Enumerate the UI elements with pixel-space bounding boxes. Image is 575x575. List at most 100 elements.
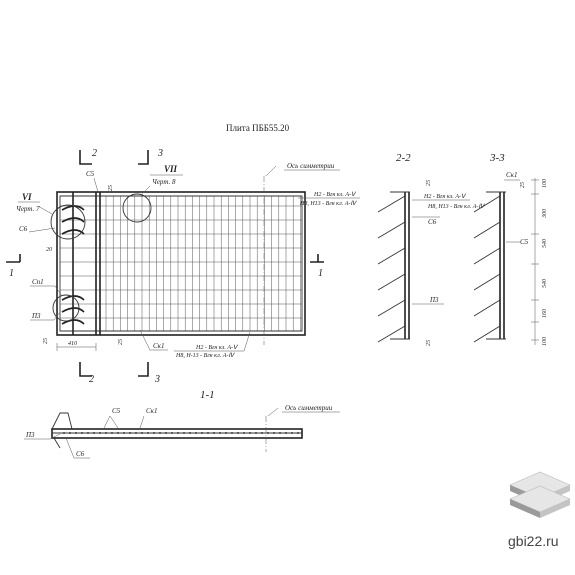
part-c5-33: С5	[520, 238, 529, 246]
section-3-3-title: 3-3	[489, 152, 505, 164]
cut-1-left: 1	[9, 268, 14, 279]
section-11-rebar-dot	[165, 432, 167, 434]
section-11-rebar-dot	[267, 432, 269, 434]
part-c5-top: С5	[86, 170, 95, 178]
drawing-title: Плита ПББ55.20	[226, 123, 290, 133]
dim-25-bottom: 25	[118, 339, 124, 345]
section-11-rebar-dot	[189, 432, 191, 434]
dim-300: 300	[542, 209, 548, 219]
note-plan-top-2: Н8, Н13 - Вгн кл. А-Ⅳ	[299, 200, 357, 207]
section-22-rib	[377, 299, 406, 317]
part-ck1-11: Ск1	[146, 407, 157, 415]
section-11-rebar-dot	[273, 432, 275, 434]
node-vii-circle	[122, 193, 152, 223]
section-11-rebar-dot	[255, 432, 257, 434]
section-11-rebar-dot	[237, 432, 239, 434]
section-2-2: 2-2 Н2 - Вгн кл. А-Ⅴ Н8, Н13 - Вгн кл. А…	[377, 152, 485, 346]
section-2-2-title: 2-2	[396, 152, 411, 164]
part-c5-11: С5	[112, 407, 121, 415]
part-p3-11: П3	[25, 431, 35, 439]
section-11-rebar-dot	[279, 432, 281, 434]
section-11-rebar-dot	[147, 432, 149, 434]
note-plan-top-1: Н2 - Вгн кл. А-Ⅴ	[313, 191, 357, 198]
node-vii-sheet: Черт. 8	[152, 178, 176, 186]
section-22-rib	[377, 273, 406, 291]
dim-25-left: 25	[43, 338, 49, 344]
section-11-rebar-dot	[117, 432, 119, 434]
section-22-rib	[377, 247, 406, 265]
site-name: gbi22.ru	[508, 533, 559, 549]
section-1-1-title: 1-1	[200, 389, 215, 401]
plan-vertical-rods	[105, 196, 301, 331]
note-plan-bottom-1: Н2 - Вгн кл. А-Ⅴ	[195, 344, 239, 351]
section-11-rebar-dot	[129, 432, 131, 434]
symmetry-axis-label: Ось симметрии	[287, 162, 335, 170]
node-vi-sheet: Черт. 7	[16, 205, 40, 213]
section-22-rib	[377, 195, 406, 213]
section-11-rebar-dot	[171, 432, 173, 434]
section-11-rebar-dot	[111, 432, 113, 434]
dim-410: 410	[68, 340, 77, 347]
dim-540b: 540	[541, 279, 548, 288]
part-c6-left: С6	[19, 225, 28, 233]
section-11-rebar-dot	[135, 432, 137, 434]
section-11-rebar-dot	[81, 432, 83, 434]
note-22-2: Н8, Н13 - Вгн кл. А-Ⅳ	[427, 203, 485, 210]
part-ck1-33: Ск1	[506, 171, 517, 179]
cut-3-top: 3	[157, 148, 163, 159]
cut-2-bottom: 2	[89, 374, 94, 385]
section-22-rib	[377, 221, 406, 239]
dim-25-top: 25	[108, 185, 114, 191]
dim-25-22-bottom: 25	[426, 340, 432, 346]
section-11-rebar-dot	[297, 432, 299, 434]
section-11-rebar-dot	[183, 432, 185, 434]
dim-160: 160	[542, 309, 548, 318]
plan-view: Ось симметрии VI Черт. 7 VII Черт. 8 С6 …	[6, 148, 360, 385]
section-11-rebar-dot	[261, 432, 263, 434]
dim-25-22-top: 25	[426, 180, 432, 186]
part-c6-11: С6	[76, 450, 85, 458]
part-c6-22: С6	[428, 218, 437, 226]
logo-stacked-slabs-icon	[509, 471, 571, 518]
section-33-rib	[473, 273, 501, 291]
node-vi-circle	[50, 204, 86, 240]
dim-540a: 540	[541, 239, 548, 248]
section-11-rebar-dot	[87, 432, 89, 434]
cut-3-bottom: 3	[154, 374, 160, 385]
section-11-rebar-dot	[201, 432, 203, 434]
symmetry-axis-label-11: Ось симметрии	[285, 404, 333, 412]
dim-100-bottom: 100	[542, 337, 548, 346]
node-vi-label: VI	[22, 192, 32, 202]
section-11-rebar-dot	[177, 432, 179, 434]
section-11-rebar-dot	[105, 432, 107, 434]
part-ck1-plan: Ск1	[153, 342, 164, 350]
section-11-rebar-dot	[249, 432, 251, 434]
section-11-rebar-dot	[213, 432, 215, 434]
section-11-rebar-dot	[195, 432, 197, 434]
cut-1-right: 1	[318, 268, 323, 279]
section-1-1: 1-1 Ось симметрии С5 Ск1 П3 С6	[24, 389, 340, 459]
cut-2-top: 2	[92, 148, 97, 159]
note-plan-bottom-2: Н8, Н-13 - Вгн кл. А-Ⅳ	[175, 352, 235, 359]
section-22-rib	[377, 325, 406, 343]
section-33-rib	[473, 325, 501, 343]
section-11-rebar-dot	[219, 432, 221, 434]
node-vii-label: VII	[164, 164, 178, 174]
section-11-rebar-dot	[153, 432, 155, 434]
section-33-rib	[473, 299, 501, 317]
section-11-rebar-dot	[159, 432, 161, 434]
section-11-rebar-dot	[99, 432, 101, 434]
section-11-rebar-dot	[207, 432, 209, 434]
section-11-rebar-dot	[123, 432, 125, 434]
note-22-1: Н2 - Вгн кл. А-Ⅴ	[423, 193, 467, 200]
part-p3-22: П3	[429, 296, 439, 304]
section-11-rebar-dot	[225, 432, 227, 434]
part-cp1: Сп1	[32, 278, 44, 286]
dim-25-33: 25	[520, 182, 526, 188]
section-11-rebar-dot	[243, 432, 245, 434]
section-11-rebar-dot	[141, 432, 143, 434]
section-11-rebar-dot	[63, 432, 65, 434]
section-11-rebar-dot	[291, 432, 293, 434]
section-11-rebar-dot	[69, 432, 71, 434]
site-logo: gbi22.ru	[508, 471, 571, 549]
